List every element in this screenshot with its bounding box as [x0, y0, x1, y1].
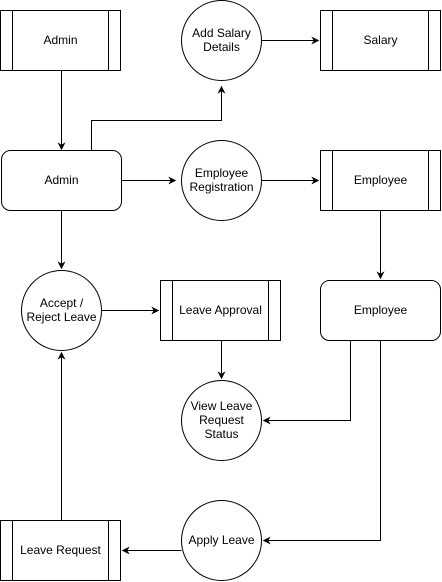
add-salary-label-line-2: Details — [203, 40, 240, 54]
node-leave-approval: Leave Approval — [160, 280, 281, 341]
node-employee-store: Employee — [320, 150, 441, 211]
admin-main-label-line-1: Admin — [44, 173, 78, 187]
employee-entity-entity-box — [320, 280, 441, 341]
admin-main-entity-box — [1, 150, 122, 211]
node-leave-request: Leave Request — [0, 520, 121, 581]
salary-label-line-1: Salary — [363, 33, 397, 47]
employee-store-store-box — [320, 150, 441, 211]
node-admin-top: Admin — [0, 10, 121, 71]
node-salary: Salary — [320, 10, 441, 71]
accept-reject-process-circle — [21, 270, 102, 351]
accept-reject-label-line-2: Reject Leave — [26, 310, 96, 324]
connectors — [57, 36, 385, 555]
node-admin-main: Admin — [1, 150, 122, 211]
leave-request-store-box — [0, 520, 121, 581]
leave-approval-store-box — [160, 280, 281, 341]
node-apply-leave: Apply Leave — [181, 500, 262, 581]
salary-store-box — [320, 10, 441, 71]
employee-reg-label-line-2: Registration — [189, 180, 253, 194]
arrow-employee-entity-to-apply-leave — [262, 340, 381, 545]
view-leave-label-line-3: Status — [204, 427, 238, 441]
employee-entity-label-line-1: Employee — [354, 303, 408, 317]
add-salary-label-line-1: Add Salary — [192, 26, 251, 40]
leave-request-label-line-1: Leave Request — [20, 543, 101, 557]
leave-approval-label-line-1: Leave Approval — [179, 303, 262, 317]
view-leave-process-circle — [181, 380, 262, 461]
view-leave-label-line-1: View Leave — [191, 399, 253, 413]
accept-reject-label-line-1: Accept / — [40, 296, 84, 310]
arrow-admin-main-to-add-salary — [91, 85, 226, 151]
node-employee-entity: Employee — [320, 280, 441, 341]
employee-store-label-line-1: Employee — [354, 173, 408, 187]
admin-top-label-line-1: Admin — [43, 33, 77, 47]
employee-reg-label-line-1: Employee — [195, 166, 249, 180]
add-salary-process-circle — [181, 0, 262, 81]
admin-top-store-box — [0, 10, 121, 71]
node-accept-reject: Accept /Reject Leave — [21, 270, 102, 351]
apply-leave-process-circle — [181, 500, 262, 581]
apply-leave-label-line-1: Apply Leave — [188, 533, 254, 547]
employee-reg-process-circle — [181, 140, 262, 221]
arrow-employee-entity-to-view-leave — [262, 340, 351, 425]
view-leave-label-line-2: Request — [199, 413, 244, 427]
